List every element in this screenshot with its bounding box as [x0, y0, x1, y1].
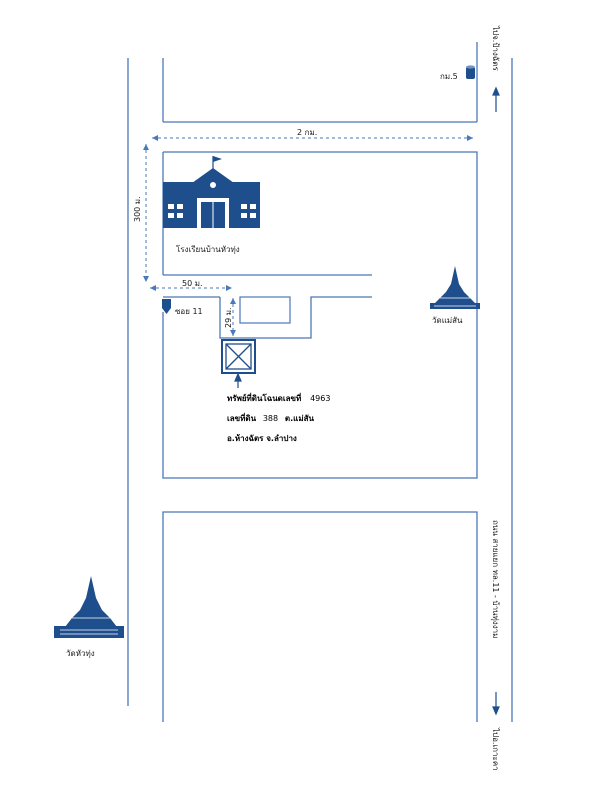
shape [250, 213, 256, 218]
distance-short-label: 29 ม. [224, 307, 233, 328]
deed-number: 4963 [310, 394, 331, 403]
shape [466, 67, 475, 79]
land-number: 388 [262, 414, 279, 423]
roads [127, 42, 513, 722]
shape [162, 299, 171, 308]
arrowhead [226, 285, 232, 291]
shape [162, 308, 171, 314]
shape [225, 343, 252, 370]
distance-vertical-label: 300 ม. [133, 196, 142, 222]
shape [434, 266, 476, 304]
property-title: ทรัพย์ที่ดินโฉนดเลขที่ [227, 394, 302, 403]
shape [168, 213, 174, 218]
arrowhead [152, 135, 158, 141]
shape [213, 156, 222, 162]
bottom-right-direction: ไปอ.เกาะคา [491, 728, 500, 771]
arrowhead [492, 706, 500, 716]
shape [65, 576, 117, 627]
shape [221, 339, 256, 374]
distance-soi-label: 50 ม. [182, 279, 203, 288]
arrowhead [230, 330, 236, 336]
arrowhead [143, 276, 149, 282]
direction-arrows [234, 86, 500, 716]
arrowhead [230, 298, 236, 304]
km-marker-label: กม.5 [440, 72, 458, 81]
property-line2: เลขที่ดิน 388 ต.แม่สัน [227, 412, 314, 425]
shape [250, 204, 256, 209]
soi-label: ซอย 11 [175, 307, 203, 316]
shape [177, 213, 183, 218]
line [225, 343, 252, 370]
shape [241, 213, 247, 218]
land-number-prefix: เลขที่ดิน [227, 414, 257, 423]
shape [177, 204, 183, 209]
property-line3: อ.ห้างฉัตร จ.ลำปาง [227, 434, 297, 443]
main-road-label: ถนน สายแยก ทล.11 - บ้านทุ่งงาม [491, 520, 500, 639]
soi-marker-icon [162, 299, 171, 314]
neighbor-plot [239, 296, 291, 324]
arrowhead [150, 285, 156, 291]
arrowhead [492, 86, 500, 96]
school-name-label: โรงเรียนบ้านหัวทุ่ง [176, 245, 240, 254]
temple-left-label: วัดหัวทุ่ง [66, 649, 95, 658]
shape [168, 204, 174, 209]
temple-left-icon [54, 576, 124, 638]
dimension-arrowheads [143, 135, 473, 336]
school-icon [163, 156, 260, 228]
property-line1: ทรัพย์ที่ดินโฉนดเลขที่ 4963 [227, 392, 330, 405]
temple-right-label: วัดแม่สัน [432, 316, 463, 325]
property-plot-icon [221, 339, 256, 374]
dimension-lines [145, 137, 473, 336]
arrowhead [143, 144, 149, 150]
temple-right-icon [430, 266, 480, 309]
soi-branch [219, 296, 372, 339]
arrowhead [234, 372, 242, 382]
shape [466, 65, 475, 69]
top-right-direction: ไปจ.ป้างฉัตร [491, 26, 500, 71]
shape [54, 626, 124, 638]
shape [185, 168, 241, 188]
middle-block [162, 151, 478, 479]
km-marker-icon [466, 65, 475, 79]
arrowhead [467, 135, 473, 141]
bottom-block [162, 511, 478, 722]
shape [210, 182, 216, 188]
distance-road-label: 2 กม. [297, 128, 318, 137]
subdistrict: ต.แม่สัน [284, 414, 314, 423]
shape [163, 182, 198, 190]
shape [241, 204, 247, 209]
shape [228, 182, 260, 190]
